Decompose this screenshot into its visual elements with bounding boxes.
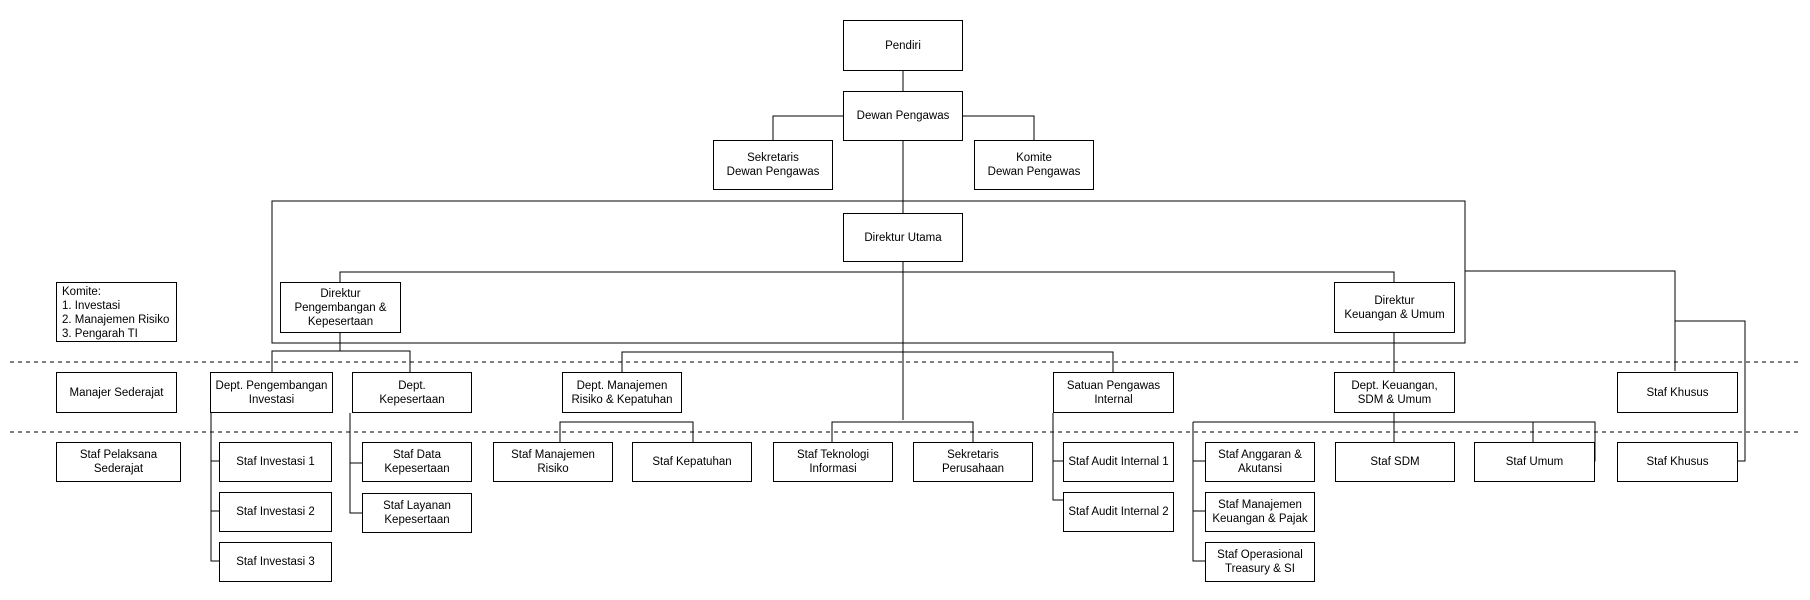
node-manajer-sederajat: Manajer Sederajat (56, 372, 177, 413)
node-staf-khusus-manajer: Staf Khusus (1617, 372, 1738, 413)
node-staf-layanan-kepesertaan: Staf Layanan Kepesertaan (362, 493, 472, 533)
node-staf-kepatuhan: Staf Kepatuhan (632, 442, 752, 482)
node-staf-sdm: Staf SDM (1335, 442, 1455, 482)
node-staf-investasi-3: Staf Investasi 3 (219, 542, 332, 582)
node-dept-pengembangan-investasi: Dept. Pengembangan Investasi (210, 372, 333, 413)
node-direktur-keuangan: Direktur Keuangan & Umum (1334, 282, 1455, 333)
node-sekretaris-dewan-pengawas: Sekretaris Dewan Pengawas (713, 140, 833, 190)
node-pendiri: Pendiri (843, 20, 963, 71)
node-satuan-pengawas-internal: Satuan Pengawas Internal (1053, 372, 1174, 413)
node-dept-kepesertaan: Dept. Kepesertaan (352, 372, 472, 413)
node-staf-investasi-1: Staf Investasi 1 (219, 442, 332, 482)
node-komite-dewan-pengawas: Komite Dewan Pengawas (974, 140, 1094, 190)
node-staf-manajemen-risiko: Staf Manajemen Risiko (493, 442, 613, 482)
node-staf-umum: Staf Umum (1474, 442, 1595, 482)
node-staf-operasional-treasury: Staf Operasional Treasury & SI (1205, 542, 1315, 582)
node-staf-data-kepesertaan: Staf Data Kepesertaan (362, 442, 472, 482)
node-staf-anggaran-akutansi: Staf Anggaran & Akutansi (1205, 442, 1315, 482)
node-komite-list: Komite: 1. Investasi 2. Manajemen Risiko… (56, 282, 177, 342)
node-direktur-pengembangan: Direktur Pengembangan & Kepesertaan (280, 282, 401, 333)
node-direktur-utama: Direktur Utama (843, 213, 963, 262)
node-dept-manajemen-risiko: Dept. Manajemen Risiko & Kepatuhan (562, 372, 682, 413)
node-dewan-pengawas: Dewan Pengawas (843, 91, 963, 141)
node-staf-audit-internal-1: Staf Audit Internal 1 (1063, 442, 1174, 482)
node-staf-manajemen-keuangan: Staf Manajemen Keuangan & Pajak (1205, 492, 1315, 532)
node-staf-audit-internal-2: Staf Audit Internal 2 (1063, 492, 1174, 532)
node-staf-teknologi-informasi: Staf Teknologi Informasi (773, 442, 893, 482)
node-staf-khusus-staf: Staf Khusus (1617, 442, 1738, 482)
node-staf-investasi-2: Staf Investasi 2 (219, 492, 332, 532)
node-sekretaris-perusahaan: Sekretaris Perusahaan (913, 442, 1033, 482)
node-staf-pelaksana-sederajat: Staf Pelaksana Sederajat (56, 442, 181, 482)
node-dept-keuangan: Dept. Keuangan, SDM & Umum (1334, 372, 1455, 413)
